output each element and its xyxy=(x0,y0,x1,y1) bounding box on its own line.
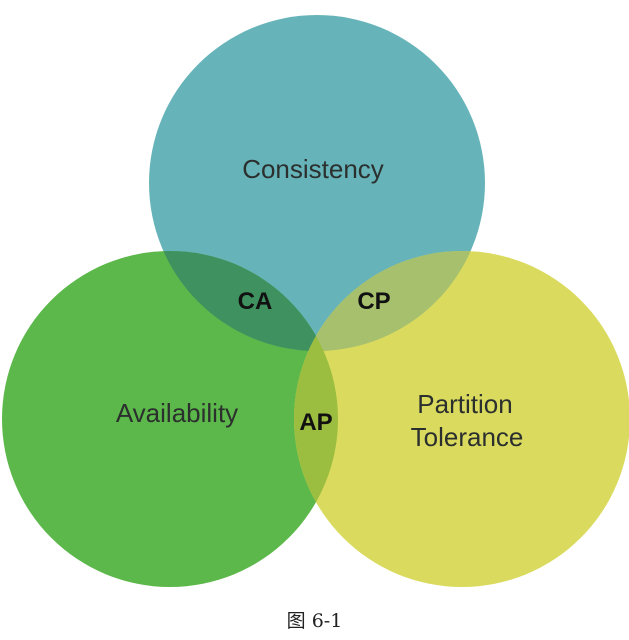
cp-overlap-region xyxy=(294,251,485,351)
tolerance-label-line2: Tolerance xyxy=(411,422,524,452)
figure-caption: 图 6-1 xyxy=(286,610,343,632)
consistency-label: Consistency xyxy=(242,154,384,184)
ca-overlap-region xyxy=(149,251,338,351)
availability-label: Availability xyxy=(116,398,238,428)
ca-label: CA xyxy=(238,288,273,315)
cp-label: CP xyxy=(357,288,390,315)
ap-label: AP xyxy=(299,409,332,436)
partition-label-line1: Partition xyxy=(417,389,512,419)
